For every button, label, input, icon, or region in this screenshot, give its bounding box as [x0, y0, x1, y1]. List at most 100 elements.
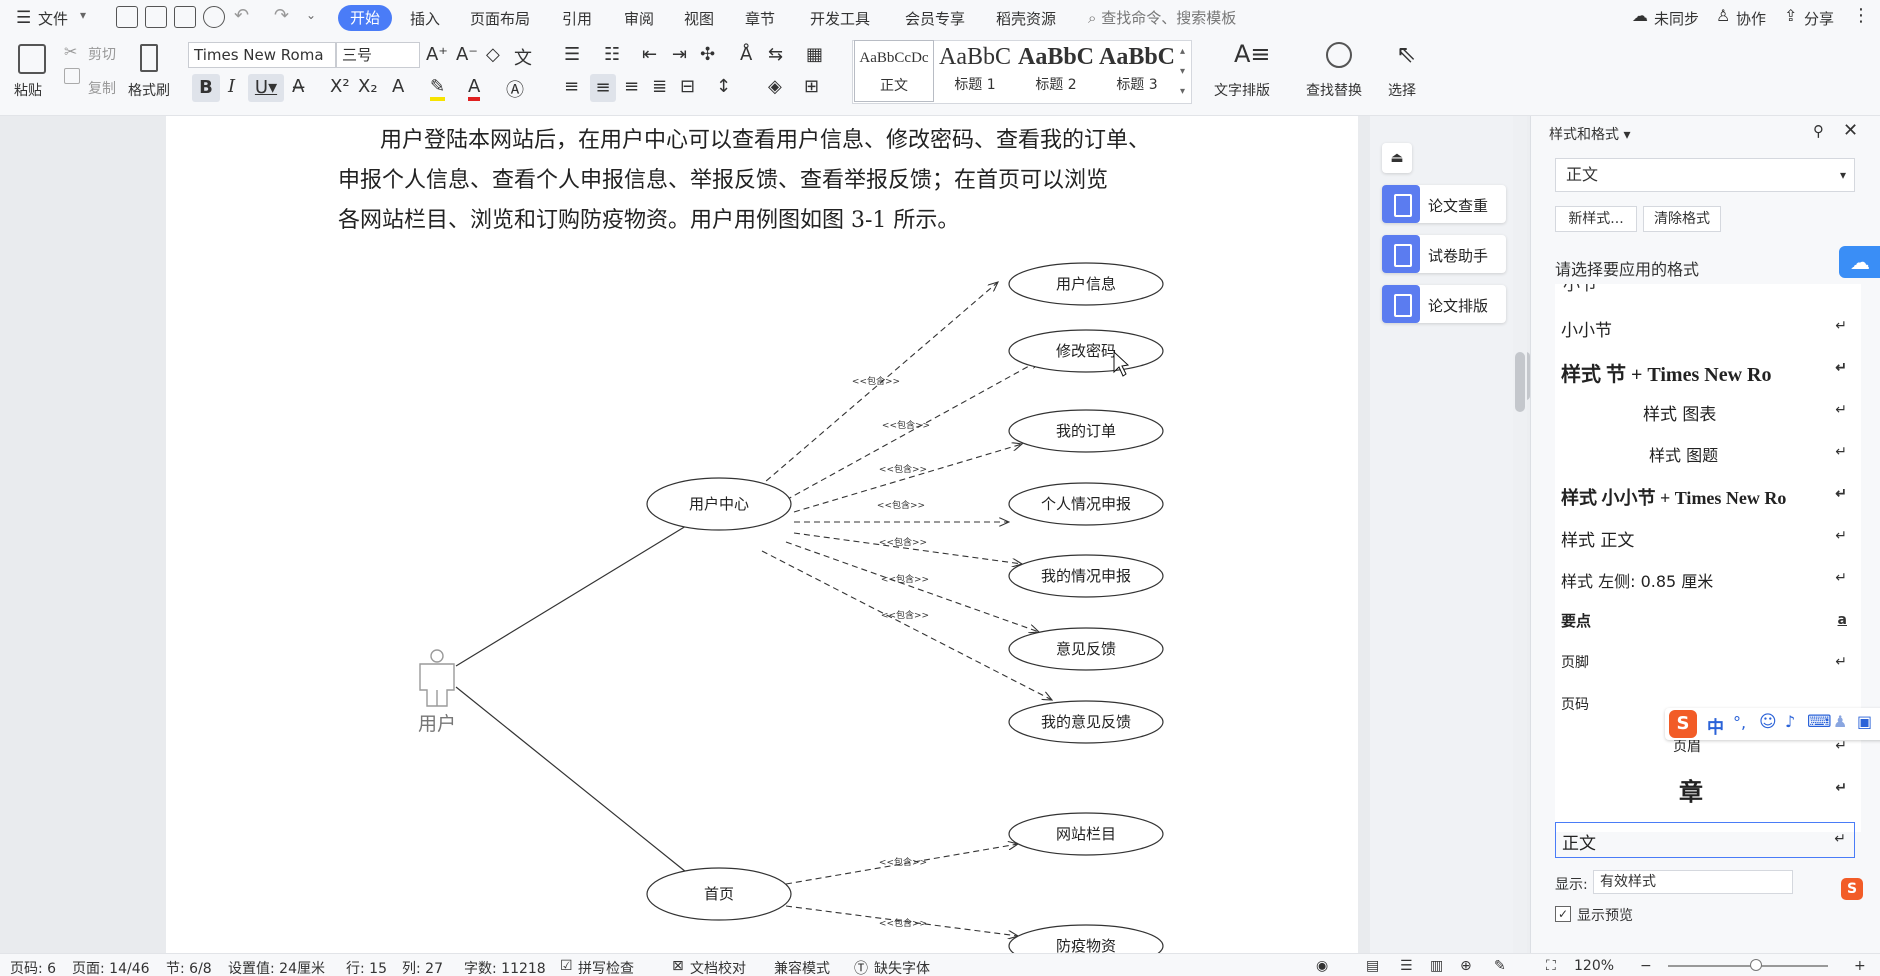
- text-layout-button[interactable]: 文字排版: [1214, 83, 1270, 99]
- tab-view[interactable]: 视图: [684, 10, 715, 28]
- font-name-select[interactable]: Times New Roma: [188, 42, 336, 68]
- paste-button[interactable]: 粘贴: [14, 83, 42, 99]
- font-color-icon[interactable]: A: [468, 76, 481, 101]
- italic-icon[interactable]: I: [228, 76, 236, 97]
- tab-page-layout[interactable]: 页面布局: [470, 10, 531, 28]
- skin-icon[interactable]: ♟: [1833, 712, 1848, 731]
- close-icon[interactable]: ✕: [1843, 120, 1859, 141]
- zoom-out-icon[interactable]: −: [1640, 958, 1652, 974]
- chevron-down-icon[interactable]: ▾: [80, 8, 87, 22]
- ime-toolbar[interactable]: S 中 °, ☺ ♪ ⌨ ♟ ▣: [1665, 708, 1880, 740]
- status-missing-font[interactable]: 缺失字体: [874, 961, 930, 976]
- pane-scroll-thumb[interactable]: [1515, 352, 1525, 412]
- justify-icon[interactable]: ≣: [652, 76, 668, 97]
- phonetic-icon[interactable]: 文: [514, 48, 532, 69]
- align-left-icon[interactable]: ≡: [564, 76, 580, 97]
- microphone-icon[interactable]: ♪: [1785, 712, 1796, 731]
- exam-helper-button[interactable]: 试卷助手: [1382, 235, 1506, 273]
- user-icon[interactable]: ♙: [1716, 6, 1731, 25]
- emoji-icon[interactable]: ☺: [1759, 712, 1777, 732]
- decrease-indent-icon[interactable]: ⇤: [642, 44, 658, 65]
- align-right-icon[interactable]: ≡: [624, 76, 640, 97]
- shrink-font-icon[interactable]: A⁻: [456, 44, 478, 65]
- save-icon[interactable]: [116, 6, 138, 28]
- clear-format-button[interactable]: 清除格式: [1643, 206, 1721, 232]
- underline-icon[interactable]: U▾: [248, 74, 284, 102]
- bullets-icon[interactable]: ☰: [564, 44, 581, 65]
- status-line[interactable]: 行: 15: [346, 961, 387, 976]
- select-button[interactable]: 选择: [1388, 83, 1416, 99]
- line-spacing-icon[interactable]: ↕: [716, 76, 732, 97]
- pane-scrollbar[interactable]: [1513, 116, 1527, 953]
- style-item-zhengwen-selected[interactable]: 正文↵: [1555, 822, 1855, 858]
- keyboard-icon[interactable]: ⌨: [1807, 712, 1832, 732]
- share-button[interactable]: 分享: [1804, 10, 1835, 28]
- sogou-tray-icon[interactable]: S: [1841, 878, 1863, 900]
- tab-home[interactable]: 开始: [338, 5, 392, 31]
- page-view-icon[interactable]: ▤: [1366, 958, 1380, 974]
- undo-icon[interactable]: ↶: [234, 5, 250, 26]
- bold-icon[interactable]: B: [192, 74, 220, 102]
- show-marks-icon[interactable]: ⇆: [768, 44, 784, 65]
- cursor-select-icon[interactable]: ⇖: [1396, 40, 1417, 68]
- tab-references[interactable]: 引用: [562, 10, 593, 28]
- status-section[interactable]: 节: 6/8: [166, 961, 212, 976]
- align-center-icon[interactable]: ≡: [590, 74, 616, 102]
- style-heading3[interactable]: AaBbC 标题 3: [1098, 40, 1176, 102]
- tab-insert[interactable]: 插入: [410, 10, 441, 28]
- status-page[interactable]: 页码: 6: [10, 961, 57, 976]
- more-options-icon[interactable]: ⋮: [1852, 5, 1870, 26]
- borders-icon[interactable]: ⊞: [804, 76, 820, 97]
- collaborate-button[interactable]: 协作: [1736, 10, 1767, 28]
- zoom-level[interactable]: 120%: [1574, 958, 1615, 974]
- zoom-in-icon[interactable]: +: [1854, 958, 1866, 974]
- tab-member[interactable]: 会员专享: [905, 10, 966, 28]
- cloud-icon[interactable]: ☁: [1632, 6, 1648, 25]
- sync-status[interactable]: 未同步: [1654, 10, 1700, 28]
- style-heading1[interactable]: AaBbC 标题 1: [936, 40, 1014, 102]
- command-search[interactable]: ⌕ 查找命令、搜索模板: [1088, 7, 1236, 28]
- distribute-icon[interactable]: ⊟: [680, 76, 696, 97]
- new-style-button[interactable]: 新样式...: [1555, 206, 1637, 232]
- clear-format-icon[interactable]: ◇: [486, 44, 500, 65]
- missing-font-icon[interactable]: Ⓣ: [854, 961, 868, 976]
- print-preview-icon[interactable]: [203, 6, 225, 28]
- format-painter-button[interactable]: 格式刷: [128, 83, 170, 99]
- style-item-zhang[interactable]: 章↵: [1555, 770, 1855, 810]
- text-effect-icon[interactable]: A: [392, 76, 405, 97]
- status-proof[interactable]: 文档校对: [690, 961, 746, 976]
- style-item-xiaoxiaojie-tnr[interactable]: 样式 小小节 + Times New Ro↵: [1555, 476, 1855, 516]
- ruler-icon[interactable]: ▦: [806, 44, 824, 65]
- ime-language[interactable]: 中: [1707, 718, 1724, 738]
- share-icon[interactable]: ⇪: [1784, 6, 1798, 25]
- web-view-icon[interactable]: ⊕: [1460, 958, 1472, 974]
- copy-icon[interactable]: [64, 68, 80, 84]
- numbering-icon[interactable]: ☷: [604, 44, 621, 65]
- style-item-jie-tnr[interactable]: 样式 节 + Times New Ro↵: [1555, 350, 1855, 390]
- font-size-select[interactable]: 三号: [336, 42, 420, 68]
- thesis-layout-button[interactable]: 论文排版: [1382, 285, 1506, 323]
- print-icon[interactable]: [174, 6, 196, 28]
- zoom-slider[interactable]: [1668, 959, 1828, 971]
- status-words[interactable]: 字数: 11218: [464, 961, 546, 976]
- status-pages[interactable]: 页面: 14/46: [72, 961, 150, 976]
- sort-icon[interactable]: Å: [740, 44, 753, 65]
- gallery-scroll-icon[interactable]: ▴▾▾: [1180, 46, 1186, 97]
- style-item-yejiao[interactable]: 页脚↵: [1555, 644, 1855, 684]
- eye-protect-icon[interactable]: ◉: [1316, 958, 1329, 974]
- punctuation-icon[interactable]: °,: [1733, 713, 1747, 732]
- tab-docer[interactable]: 稻壳资源: [996, 10, 1057, 28]
- status-setting[interactable]: 设置值: 24厘米: [228, 961, 325, 976]
- baidu-netdisk-icon[interactable]: ☁: [1839, 246, 1880, 278]
- style-item-yema[interactable]: 页码: [1555, 686, 1855, 726]
- style-normal[interactable]: AaBbCcDc 正文: [854, 40, 934, 102]
- copy-button[interactable]: 复制: [88, 81, 116, 97]
- text-layout-icon[interactable]: A≡: [1234, 40, 1271, 68]
- highlight-icon[interactable]: ✎: [430, 76, 446, 101]
- write-mode-icon[interactable]: ✎: [1494, 958, 1506, 974]
- outline-view-icon[interactable]: ☰: [1400, 958, 1413, 974]
- toolbox-icon[interactable]: ▣: [1857, 712, 1873, 731]
- style-list[interactable]: 小节: [1555, 284, 1861, 832]
- status-column[interactable]: 列: 27: [402, 961, 443, 976]
- char-border-icon[interactable]: Ⓐ: [506, 80, 524, 101]
